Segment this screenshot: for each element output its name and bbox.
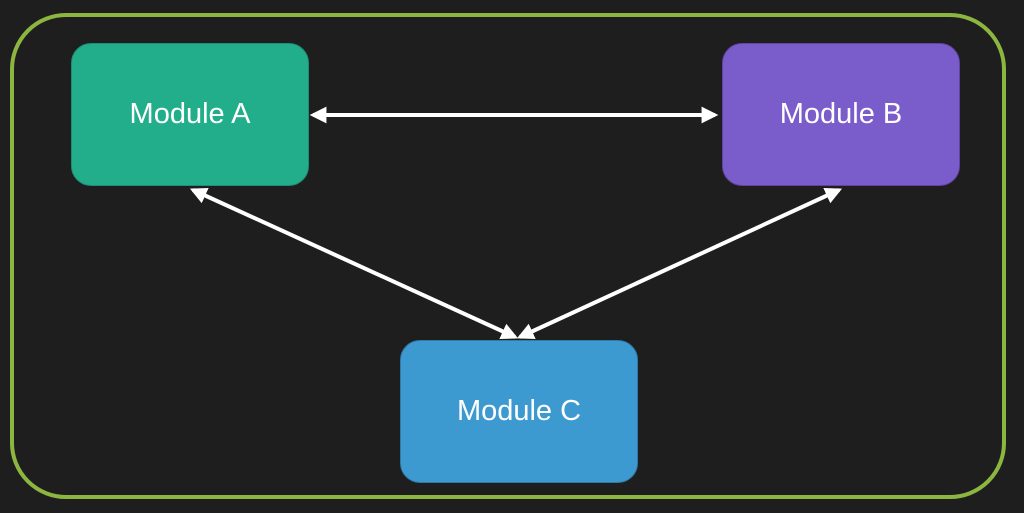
connector-a-c <box>189 187 519 340</box>
module-c-node: Module C <box>400 340 638 483</box>
connector-b-c <box>516 187 843 340</box>
outer-frame <box>10 13 1006 499</box>
module-a-node: Module A <box>71 43 309 186</box>
module-a-label: Module A <box>129 98 251 130</box>
module-b-label: Module B <box>779 98 903 130</box>
module-c-label: Module C <box>456 395 582 427</box>
module-b-node: Module B <box>722 43 960 186</box>
